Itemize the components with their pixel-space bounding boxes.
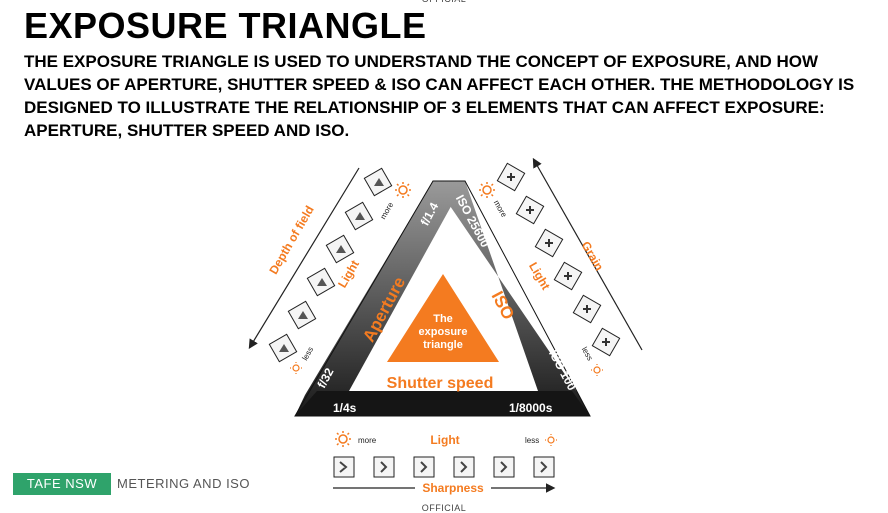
page-title: EXPOSURE TRIANGLE (24, 5, 427, 46)
right-more-label: more (492, 199, 509, 220)
left-sun-more-icon (395, 182, 411, 198)
shutter-band (295, 391, 590, 416)
shutter-speed-label: Shutter speed (387, 375, 494, 392)
left-light-label: Light (335, 258, 362, 290)
center-label-line1: The (433, 313, 453, 325)
sharpness-thumbnail (453, 456, 475, 478)
sharpness-thumbnail (373, 456, 395, 478)
sharpness-thumbnail (333, 456, 355, 478)
iso-band (433, 181, 590, 416)
depth-of-field-label: Depth of field (266, 203, 316, 276)
shutter-right-value: 1/8000s (509, 401, 553, 415)
right-sun-less-icon (591, 364, 603, 376)
right-light-label: Light (526, 260, 553, 292)
grain-thumbnails (496, 162, 621, 357)
bottom-light-label: Light (430, 433, 459, 447)
sharpness-thumbnails (333, 456, 555, 478)
center-label-line2: exposure (419, 326, 468, 338)
shutter-left-value: 1/4s (333, 401, 357, 415)
left-sun-less-icon (290, 362, 302, 374)
center-label-line3: triangle (423, 339, 463, 351)
bottom-sun-less-icon (545, 434, 557, 446)
grain-arrow (532, 157, 643, 351)
sharpness-thumbnail (413, 456, 435, 478)
sharpness-label: Sharpness (422, 481, 484, 495)
depth-of-field-arrow (248, 167, 360, 350)
depth-of-field-thumbnails (268, 167, 393, 363)
sharpness-thumbnail (533, 456, 555, 478)
right-sun-more-icon (479, 182, 495, 198)
right-less-label: less (580, 345, 595, 362)
footer-section-title: METERING AND ISO (117, 476, 250, 491)
page-description: THE EXPOSURE TRIANGLE IS USED TO UNDERST… (24, 52, 855, 140)
footer-brand-tag: TAFE NSW (13, 473, 111, 495)
exposure-triangle-diagram: The exposure triangle Aperture ISO Shutt… (248, 157, 643, 495)
center-triangle (387, 274, 499, 362)
triangle-band-outline (294, 180, 591, 417)
bottom-sun-more-icon (335, 431, 351, 447)
sharpness-thumbnail (493, 456, 515, 478)
left-more-label: more (378, 200, 395, 221)
aperture-band (295, 181, 465, 416)
grain-label: Grain (579, 239, 607, 273)
left-less-label: less (300, 345, 315, 362)
bottom-less-label: less (525, 436, 539, 445)
classification-bottom: OFFICIAL (421, 503, 467, 513)
bottom-more-label: more (358, 436, 377, 445)
classification-top: OFFICIAL (0, 0, 888, 4)
